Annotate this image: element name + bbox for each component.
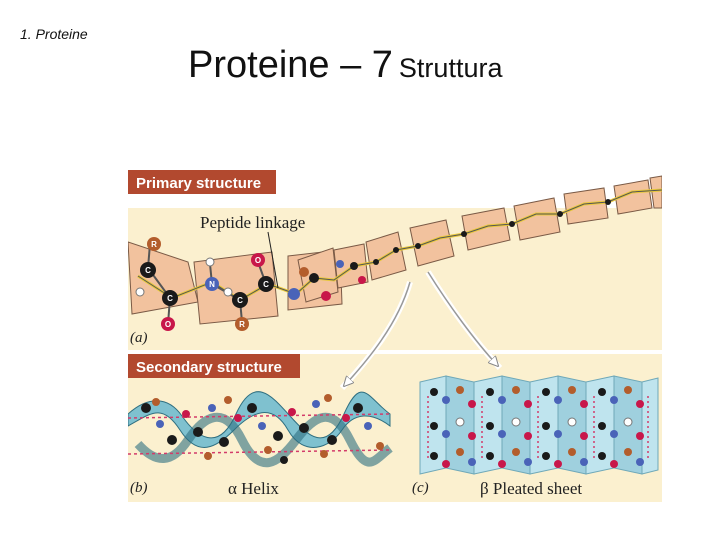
alpha-helix (128, 391, 393, 467)
carbon-label: C (167, 294, 173, 303)
carbon-label: C (145, 266, 151, 275)
oxygen-atom (321, 291, 331, 301)
peptide-linkage-label: Peptide linkage (200, 213, 305, 232)
secondary-header-bg (128, 354, 300, 378)
r-group-label: R (151, 240, 157, 249)
carbon-atom (309, 273, 319, 283)
r-group-atom (235, 317, 249, 331)
nitrogen-atom (336, 260, 344, 268)
nitrogen-atom (288, 288, 300, 300)
r-group-label: R (239, 320, 245, 329)
carbon-atom (258, 276, 274, 292)
carbon-atom (373, 259, 379, 265)
arrow-to-sheet (427, 271, 498, 366)
alpha-helix-label: α Helix (228, 479, 279, 498)
carbon-atom (350, 262, 358, 270)
carbon-atom (162, 290, 178, 306)
oxygen-atom (251, 253, 265, 267)
residue-block (513, 197, 561, 241)
hydrogen-atom (223, 287, 233, 297)
carbon-atom (605, 199, 611, 205)
section-label: 1. Proteine (20, 26, 88, 42)
slide-title-main: Proteine – 7 (188, 44, 393, 86)
carbon-atom (509, 221, 515, 227)
oxygen-label: O (165, 320, 171, 329)
residue-block (563, 187, 609, 225)
primary-header: Primary structure (136, 175, 261, 192)
beta-sheet-label: β Pleated sheet (480, 479, 582, 498)
sheet-hbonds (427, 396, 649, 460)
carbon-atom (557, 211, 563, 217)
helix-ribbon-back (134, 413, 393, 467)
r-group-atom (147, 237, 161, 251)
panel-a-label: (a) (130, 330, 148, 346)
carbon-atom (393, 247, 399, 253)
r-group-atom (299, 267, 309, 277)
panel-c-label: (c) (412, 480, 429, 496)
carbon-label: C (237, 296, 243, 305)
nitrogen-atom (205, 277, 219, 291)
arrow-to-helix (344, 281, 411, 386)
carbon-atom (415, 243, 421, 249)
oxygen-label: O (255, 256, 261, 265)
primary-atoms: R C C O N C R O C (135, 199, 611, 331)
backbone-outline (137, 189, 662, 301)
helix-atoms (141, 394, 384, 464)
residue-block (461, 207, 511, 251)
panel-b-label: (b) (130, 480, 148, 496)
helix-hbond (128, 449, 391, 455)
residue-block (193, 251, 279, 325)
carbon-atom (232, 292, 248, 308)
residue-block (409, 219, 455, 267)
secondary-header: Secondary structure (136, 359, 282, 376)
hydrogen-atom (135, 287, 145, 297)
sheet-atoms (430, 386, 644, 468)
peptide-pointer-line (267, 231, 279, 289)
panel-divider (128, 350, 662, 354)
protein-structure-figure: R C C O N C R O C (128, 164, 662, 502)
residue-block (613, 179, 653, 215)
carbon-atom (140, 262, 156, 278)
nitrogen-label: N (209, 280, 215, 289)
protein-structure-svg: R C C O N C R O C (128, 170, 662, 502)
beta-sheet (419, 375, 659, 475)
primary-header-bg (128, 170, 276, 194)
oxygen-atom (358, 276, 366, 284)
residue-block (649, 175, 662, 209)
hydrogen-atom (205, 257, 215, 267)
oxygen-atom (161, 317, 175, 331)
slide-title-sub: Struttura (398, 53, 503, 83)
carbon-label: C (263, 280, 269, 289)
carbon-atom (461, 231, 467, 237)
